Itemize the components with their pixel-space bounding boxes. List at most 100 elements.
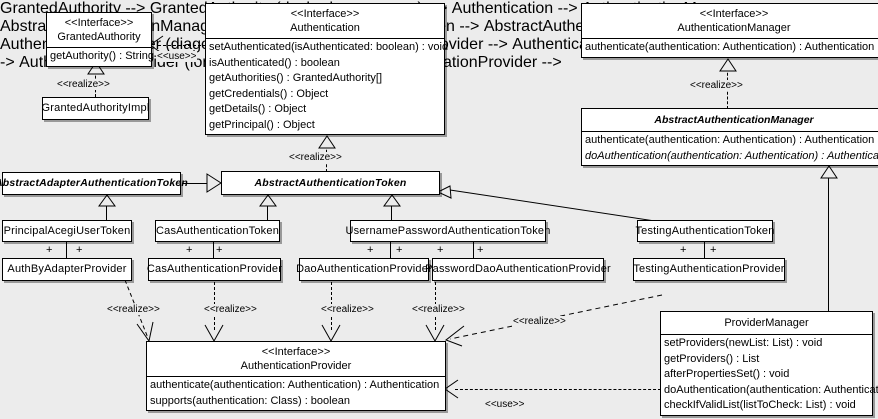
class-name: AbstractAuthenticationToken	[254, 176, 407, 189]
multiplicity-marker: +	[680, 244, 687, 256]
class-authentication-manager[interactable]: <<Interface>> AuthenticationManager auth…	[581, 3, 878, 58]
class-authentication[interactable]: <<Interface>> Authentication setAuthenti…	[205, 3, 448, 135]
operation: getProviders() : List	[664, 352, 760, 365]
class-abstract-authentication-manager[interactable]: AbstractAuthenticationManager authentica…	[581, 108, 878, 166]
operation: authenticate(authentication: Authenticat…	[585, 134, 875, 146]
class-header: <<Interface>> AuthenticationProvider	[147, 342, 445, 376]
operation: authenticate(authentication: Authenticat…	[150, 379, 440, 391]
class-name: TestingAuthenticationToken	[635, 224, 775, 237]
operations-compartment: setProviders(newList: List) : void getPr…	[661, 335, 878, 415]
stereotype-label: <<Interface>>	[290, 8, 360, 20]
class-name: PrincipalAcegiUserToken	[3, 224, 131, 237]
operation: authenticate(authentication: Authenticat…	[585, 41, 875, 53]
class-name: AuthenticationProvider	[240, 360, 352, 372]
class-granted-authority[interactable]: <<Interface>> GrantedAuthority getAuthor…	[46, 12, 154, 67]
realize-label-cas-provider: <<realize>>	[203, 304, 258, 315]
realize-arrowhead-authentication	[318, 135, 336, 149]
generalization-arrowhead-cas-token	[259, 194, 277, 207]
generalization-arrowhead-principal-token	[98, 194, 116, 207]
operation: getPrincipal() : Object	[209, 118, 315, 131]
stereotype-label: <<Interface>>	[64, 17, 134, 29]
association-line-principal-authbyadapter	[66, 242, 67, 259]
generalization-arrowhead-adapter-token	[206, 173, 222, 193]
class-name: PasswordDaoAuthenticationProvider	[425, 263, 611, 275]
realize-arrowhead-granted-impl	[87, 61, 105, 75]
class-name: DaoAuthenticationProvider	[296, 263, 432, 275]
use-arrowhead-authentication-provider	[444, 379, 459, 399]
realize-label-granted-impl: <<realize>>	[56, 79, 111, 90]
association-line-cas-token-provider	[213, 242, 214, 259]
multiplicity-marker: +	[367, 244, 374, 256]
class-provider-manager[interactable]: ProviderManager setProviders(newList: Li…	[660, 311, 878, 416]
multiplicity-marker: +	[46, 244, 53, 256]
operation: afterPropertiesSet() : void	[664, 368, 790, 380]
use-line-authentication-granted	[158, 45, 206, 46]
class-testing-authentication-provider[interactable]: TestingAuthenticationProvider	[633, 258, 785, 281]
class-name: AbstractAdapterAuthenticationToken	[0, 177, 189, 189]
class-name: UsernamePasswordAuthenticationToken	[345, 224, 551, 237]
association-line-username-passworddao	[473, 242, 474, 259]
class-header: ProviderManager	[661, 312, 872, 334]
multiplicity-marker: +	[186, 244, 193, 256]
operations-compartment: authenticate(authentication: Authenticat…	[147, 377, 445, 410]
operations-compartment: authenticate(authentication: Authenticat…	[582, 39, 878, 57]
class-name: TestingAuthenticationProvider	[633, 263, 785, 275]
operation: getAuthority() : String	[50, 50, 154, 62]
class-abstract-authentication-token[interactable]: AbstractAuthenticationToken	[221, 171, 440, 195]
class-testing-authentication-token[interactable]: TestingAuthenticationToken	[635, 220, 774, 242]
realize-label-abstract-token: <<realize>>	[288, 152, 343, 163]
operation: getCredentials() : Object	[209, 87, 329, 100]
operation: doAuthentication(authentication: Authent…	[664, 383, 878, 396]
class-cas-authentication-token[interactable]: CasAuthenticationToken	[155, 220, 280, 242]
class-name: ProviderManager	[724, 317, 809, 329]
generalization-arrowhead-provider-manager	[820, 165, 838, 179]
class-auth-by-adapter-provider[interactable]: AuthByAdapterProvider	[2, 258, 132, 281]
generalization-line-principal-token	[106, 206, 107, 221]
class-principal-acegi-user-token[interactable]: PrincipalAcegiUserToken	[2, 220, 132, 242]
realize-label-auth-by-adapter: <<realize>>	[106, 304, 161, 315]
operation: isAuthenticated() : boolean	[209, 56, 340, 69]
stereotype-label: <<Interface>>	[699, 8, 769, 20]
class-name: GrantedAuthority	[57, 31, 141, 43]
operation: checkIfValidList(listToCheck: List) : vo…	[664, 399, 856, 411]
realize-label-dao-provider: <<realize>>	[320, 304, 375, 315]
class-authentication-provider[interactable]: <<Interface>> AuthenticationProvider aut…	[146, 341, 446, 411]
class-password-dao-authentication-provider[interactable]: PasswordDaoAuthenticationProvider	[425, 258, 611, 281]
use-label-provider-manager: <<use>>	[484, 399, 526, 410]
realize-label-password-dao-provider: <<realize>>	[411, 304, 466, 315]
class-dao-authentication-provider[interactable]: DaoAuthenticationProvider	[296, 258, 432, 281]
operation: setProviders(newList: List) : void	[664, 337, 823, 349]
class-name: AuthByAdapterProvider	[7, 263, 127, 275]
multiplicity-marker: +	[437, 244, 444, 256]
class-name: CasAuthenticationProvider	[146, 263, 283, 275]
operation: supports(authentication: Class) : boolea…	[150, 394, 350, 407]
class-cas-authentication-provider[interactable]: CasAuthenticationProvider	[147, 258, 282, 281]
generalization-line-username-password-token	[391, 206, 392, 221]
generalization-line-cas-token	[267, 206, 268, 221]
class-name: GrantedAuthorityImpl	[41, 102, 150, 114]
multiplicity-marker: +	[396, 244, 403, 256]
operations-compartment: authenticate(authentication: Authenticat…	[582, 132, 878, 165]
class-header: <<Interface>> Authentication	[206, 4, 444, 38]
operations-compartment: setAuthenticated(isAuthenticated: boolea…	[206, 39, 448, 134]
class-granted-authority-impl[interactable]: GrantedAuthorityImpl	[42, 97, 149, 120]
use-line-provider-manager	[455, 389, 661, 390]
divider	[661, 334, 872, 335]
class-abstract-adapter-authentication-token[interactable]: AbstractAdapterAuthenticationToken	[0, 172, 188, 195]
realize-label-abstract-auth-manager: <<realize>>	[689, 80, 744, 91]
divider	[582, 38, 878, 39]
use-label-authentication-granted: <<use>>	[156, 51, 198, 62]
class-header: AbstractAuthenticationManager	[582, 109, 878, 131]
multiplicity-marker: +	[477, 244, 484, 256]
generalization-line-provider-manager	[828, 178, 829, 311]
multiplicity-marker: +	[76, 244, 83, 256]
divider	[147, 376, 445, 377]
class-name: AbstractAuthenticationManager	[654, 114, 814, 126]
multiplicity-marker: +	[216, 244, 223, 256]
realize-arrowhead-auth-manager	[719, 58, 737, 72]
divider	[47, 47, 151, 48]
class-username-password-authentication-token[interactable]: UsernamePasswordAuthenticationToken	[345, 220, 550, 242]
operation: getDetails() : Object	[209, 103, 307, 115]
class-header: <<Interface>> GrantedAuthority	[47, 13, 151, 47]
